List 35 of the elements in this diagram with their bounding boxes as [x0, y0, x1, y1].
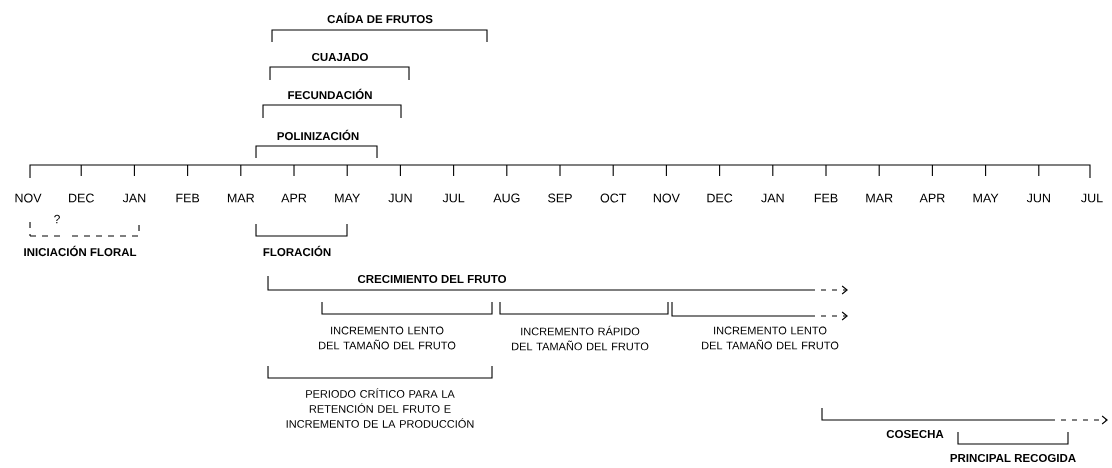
month-label: JAN	[761, 193, 784, 203]
month-label: NOV	[653, 193, 680, 203]
month-label: MAY	[973, 193, 999, 203]
month-label: NOV	[15, 193, 42, 203]
month-label: FEB	[176, 193, 200, 203]
phase-label: CRECIMIENTO DEL FRUTO	[357, 274, 507, 284]
question-mark: ?	[54, 214, 60, 224]
phase-label: CUAJADO	[312, 52, 368, 62]
month-label: AUG	[493, 193, 520, 203]
month-label: JUN	[1026, 193, 1050, 203]
month-label: MAY	[335, 193, 360, 203]
month-label: JUL	[1081, 193, 1103, 203]
phase-label: PRINCIPAL RECOGIDA	[950, 453, 1076, 463]
month-label: FEB	[814, 193, 838, 203]
month-label: SEP	[548, 193, 572, 203]
phase-label: POLINIZACIÓN	[277, 129, 359, 141]
month-label: MAR	[866, 193, 893, 203]
phase-label: FECUNDACIÓN	[288, 88, 372, 100]
month-label: JAN	[122, 193, 146, 203]
month-label: OCT	[600, 193, 627, 203]
phase-label: INCREMENTO LENTO DEL TAMAÑO DEL FRUTO	[319, 326, 456, 350]
month-label: APR	[281, 193, 307, 203]
month-label: JUN	[388, 193, 412, 203]
month-label: MAR	[227, 193, 255, 203]
month-label: APR	[919, 193, 945, 203]
phase-label: INICIACIÓN FLORAL	[24, 245, 137, 257]
phase-label: FLORACIÓN	[263, 245, 331, 257]
month-label: DEC	[69, 193, 94, 203]
phase-label: COSECHA	[886, 429, 944, 439]
month-label: DEC	[707, 193, 733, 203]
month-label: JUL	[442, 193, 465, 203]
phase-label: INCREMENTO RÁPIDO DEL TAMAÑO DEL FRUTO	[512, 325, 649, 351]
phase-label: PERIODO CRÍTICO PARA LA RETENCIÓN DEL FRUTO E INCREMENTO DE LA PRODUCCIÓN	[286, 388, 474, 428]
phase-label: CAÍDA DE FRUTOS	[327, 12, 433, 24]
phase-label: INCREMENTO LENTO DEL TAMAÑO DEL FRUTO	[702, 326, 839, 350]
